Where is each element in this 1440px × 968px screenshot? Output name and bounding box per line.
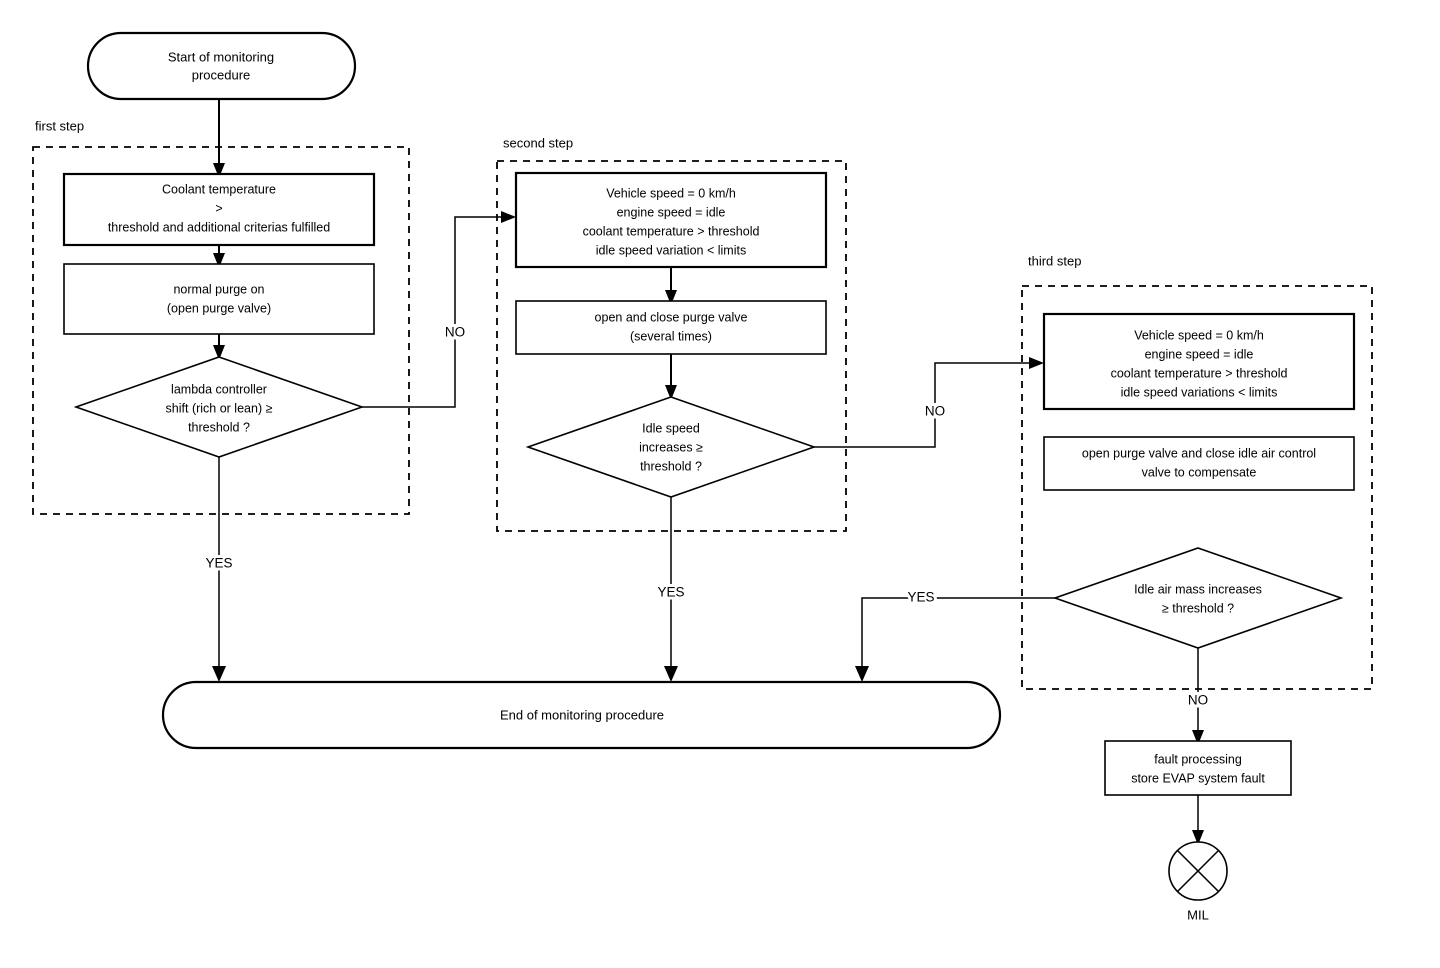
node-label-end: End of monitoring procedure (500, 707, 664, 722)
edge-idleair-no-to-fault: NO (1185, 648, 1211, 745)
group-label-third-step: third step (1028, 253, 1081, 268)
node-label-coolant-line2: > (215, 201, 222, 215)
node-label-mil: MIL (1187, 907, 1209, 922)
node-open-close-purge-valve: open and close purge valve (several time… (515, 300, 827, 355)
node-label-cond3-line4: idle speed variations < limits (1121, 385, 1278, 399)
process-shape-second-conditions (514, 171, 828, 269)
process-shape-third-conditions (1042, 312, 1356, 411)
node-label-cond2-line3: coolant temperature > threshold (583, 224, 760, 238)
node-label-cond3-line2: engine speed = idle (1145, 347, 1254, 361)
edge-label-no-second: NO (925, 404, 945, 419)
node-label-fault-line1: fault processing (1154, 752, 1242, 766)
node-label-fault-line2: store EVAP system fault (1131, 771, 1265, 785)
node-idle-air-mass-decision: Idle air mass increases ≥ threshold ? (1052, 547, 1344, 649)
edge-coolant-to-purge (213, 245, 225, 268)
edge-label-yes-third: YES (907, 590, 934, 605)
node-label-normalpurge-line1: normal purge on (173, 282, 264, 296)
node-label-cond2-line2: engine speed = idle (617, 205, 726, 219)
node-label-idlespeed-line3: threshold ? (640, 459, 702, 473)
edge-lambda-no-to-second: NO (362, 211, 516, 408)
edge-start-to-coolant (213, 99, 225, 178)
edge-cond2-to-purgecycle (665, 267, 677, 305)
group-third-step: third step (1021, 253, 1373, 690)
terminator-shape-end (161, 680, 1002, 750)
node-label-coolant-line1: Coolant temperature (162, 182, 276, 196)
node-label-start-line1: Start of monitoring (168, 49, 274, 64)
node-label-cond3-line3: coolant temperature > threshold (1111, 366, 1288, 380)
node-label-start-line2: procedure (192, 67, 251, 82)
node-label-cond2-line1: Vehicle speed = 0 km/h (606, 186, 736, 200)
decision-shape-idle-air-mass (1052, 547, 1344, 649)
node-fault-processing: fault processing store EVAP system fault (1104, 740, 1292, 796)
process-shape-purge-cycle (515, 300, 827, 355)
group-box-second-step (496, 160, 847, 532)
node-label-purgecycle-line2: (several times) (630, 329, 712, 343)
node-end-of-monitoring-procedure: End of monitoring procedure (161, 680, 1002, 750)
group-box-third-step (1021, 285, 1373, 690)
edge-purgecycle-to-idlespeed (665, 354, 677, 400)
decision-shape-lambda (73, 356, 365, 458)
process-shape-open-purge-iac (1043, 436, 1355, 491)
node-label-idlespeed-line2: increases ≥ (639, 440, 703, 454)
node-label-lambda-line1: lambda controller (171, 382, 267, 396)
edge-purge-to-lambda (213, 334, 225, 360)
node-normal-purge-on: normal purge on (open purge valve) (63, 263, 375, 335)
edge-label-yes-second: YES (657, 585, 684, 600)
node-open-purge-close-iac: open purge valve and close idle air cont… (1043, 436, 1355, 491)
edge-fault-to-mil (1192, 795, 1204, 845)
edge-lambda-yes-to-end: YES (202, 457, 236, 682)
node-label-openpurge-line1: open purge valve and close idle air cont… (1082, 446, 1316, 460)
mil-lamp-cross-icon (1176, 849, 1220, 893)
node-label-openpurge-line2: valve to compensate (1142, 465, 1257, 479)
node-lambda-controller-decision: lambda controller shift (rich or lean) ≥… (73, 356, 365, 458)
node-start-of-monitoring-procedure: Start of monitoring procedure (86, 31, 357, 101)
edge-idlespeed-no-to-third: NO (814, 357, 1044, 448)
node-label-lambda-line2: shift (rich or lean) ≥ (166, 401, 273, 415)
node-label-coolant-line3: threshold and additional criterias fulfi… (108, 220, 330, 234)
node-mil-lamp: MIL (1168, 841, 1228, 922)
node-label-idleair-line2: ≥ threshold ? (1162, 601, 1234, 615)
edge-idleair-yes-to-end: YES (855, 587, 1055, 682)
group-second-step: second step (496, 135, 847, 532)
process-shape-coolant-temperature (62, 172, 376, 247)
node-label-normalpurge-line2: (open purge valve) (167, 301, 271, 315)
process-shape-fault-processing (1104, 740, 1292, 796)
node-label-purgecycle-line1: open and close purge valve (595, 310, 748, 324)
node-label-cond3-line1: Vehicle speed = 0 km/h (1134, 328, 1264, 342)
process-shape-normal-purge (63, 263, 375, 335)
group-box-first-step (32, 146, 410, 515)
edge-label-no-third: NO (1188, 693, 1208, 708)
node-second-step-conditions: Vehicle speed = 0 km/h engine speed = id… (514, 171, 828, 269)
group-label-first-step: first step (35, 118, 84, 133)
node-label-idleair-line1: Idle air mass increases (1134, 582, 1262, 596)
group-label-second-step: second step (503, 135, 573, 150)
terminator-shape-start (86, 31, 357, 101)
edge-label-no-first: NO (445, 325, 465, 340)
node-label-cond2-line4: idle speed variation < limits (596, 243, 746, 257)
node-idle-speed-decision: Idle speed increases ≥ threshold ? (525, 396, 817, 498)
node-label-idlespeed-line1: Idle speed (642, 421, 700, 435)
group-first-step: first step (32, 118, 410, 515)
node-label-lambda-line3: threshold ? (188, 420, 250, 434)
edge-idlespeed-yes-to-end: YES (654, 497, 688, 682)
node-third-step-conditions: Vehicle speed = 0 km/h engine speed = id… (1042, 312, 1356, 411)
edge-label-yes-first: YES (205, 556, 232, 571)
decision-shape-idle-speed (525, 396, 817, 498)
node-coolant-temperature: Coolant temperature > threshold and addi… (62, 172, 376, 247)
